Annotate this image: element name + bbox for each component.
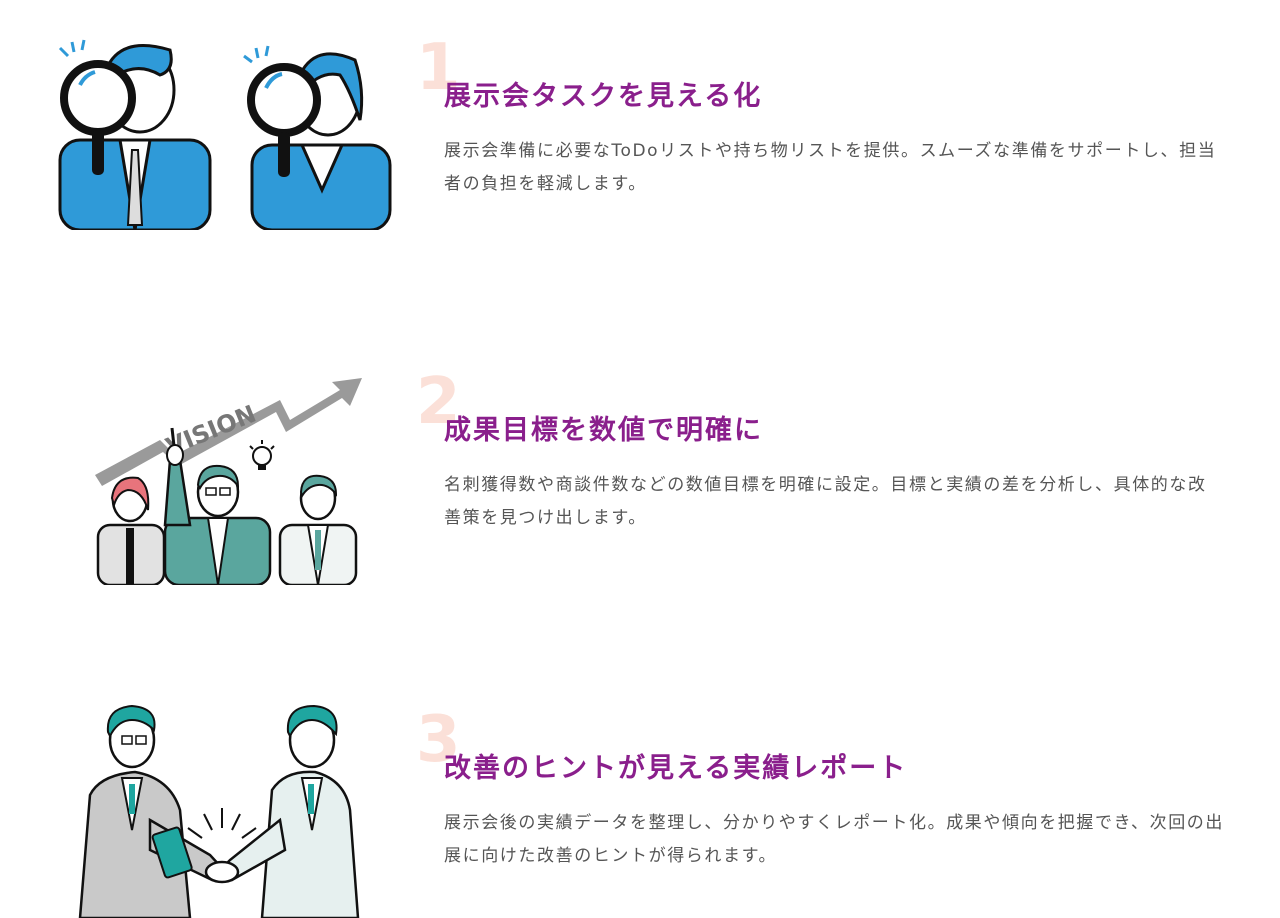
feature-description: 名刺獲得数や商談件数などの数値目標を明確に設定。目標と実績の差を分析し、具体的な…: [444, 475, 1207, 528]
feature-1-text: 1 展示会タスクを見える化 展示会準備に必要なToDoリストや持ち物リストを提供…: [416, 36, 1236, 201]
feature-3: 3 改善のヒントが見える実績レポート 展示会後の実績データを整理し、分かりやすく…: [0, 690, 1280, 918]
step-number: 2: [416, 365, 461, 439]
feature-1: 1 展示会タスクを見える化 展示会準備に必要なToDoリストや持ち物リストを提供…: [0, 0, 1280, 250]
vision-team-illustration: VISION: [95, 378, 362, 585]
feature-title: 改善のヒントが見える実績レポート: [444, 753, 908, 784]
feature-title: 展示会タスクを見える化: [444, 81, 763, 112]
feature-2-text: 2 成果目標を数値で明確に 名刺獲得数や商談件数などの数値目標を明確に設定。目標…: [416, 370, 1236, 535]
vision-arrow-team-icon: VISION: [40, 360, 380, 585]
feature-2: VISION: [0, 350, 1280, 590]
handshake-illustration: [78, 704, 360, 918]
feature-description: 展示会後の実績データを整理し、分かりやすくレポート化。成果や傾向を把握でき、次回…: [444, 813, 1225, 866]
feature-title: 成果目標を数値で明確に: [444, 415, 763, 446]
step-number: 3: [416, 703, 461, 777]
feature-3-text: 3 改善のヒントが見える実績レポート 展示会後の実績データを整理し、分かりやすく…: [416, 708, 1236, 873]
handshake-icon: [40, 700, 380, 918]
magnifier-people-illustration: [58, 39, 392, 230]
step-number: 1: [416, 31, 461, 105]
magnifier-people-icon: [40, 30, 400, 230]
feature-description: 展示会準備に必要なToDoリストや持ち物リストを提供。スムーズな準備をサポートし…: [444, 141, 1217, 194]
